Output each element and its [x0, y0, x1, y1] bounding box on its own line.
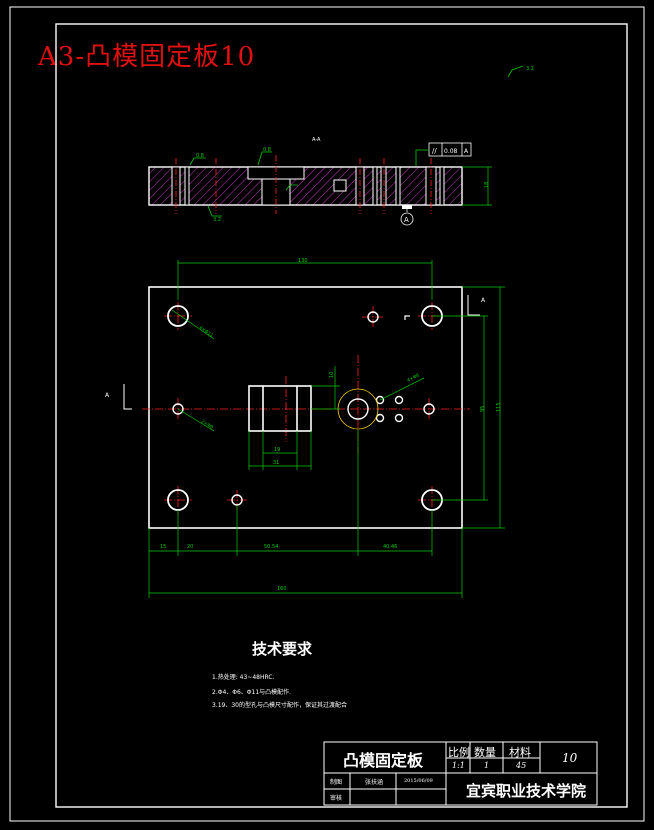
hole-tl [167, 305, 189, 327]
dim-section-height: 18 [484, 182, 490, 188]
section-body [148, 166, 463, 206]
tech-requirements-title: 技术要求 [252, 640, 313, 658]
datum-letter: A [404, 216, 409, 224]
roughness-top-mid: 0.8 [263, 147, 271, 153]
drawing-banner: A3-凸模固定板10 [38, 42, 256, 72]
outer-border [9, 6, 645, 822]
drawing-number: 10 [562, 751, 578, 765]
roughness-bottom: 3.2 [213, 217, 221, 223]
hole-center [347, 398, 369, 420]
dim-bottom-5054: 50.54 [264, 544, 278, 550]
inner-border [55, 23, 628, 808]
scale-label: 比例 [448, 746, 470, 759]
plate-outline [148, 286, 463, 529]
hole-small-top [367, 311, 379, 323]
tech-item-3: 3.19、30的型孔与凸模尺寸配作，保证其过渡配合 [212, 702, 347, 709]
tolerance-frame: // 0.08 A [415, 142, 472, 166]
school-name: 宜宾职业技术学院 [466, 782, 587, 800]
dim-slot-inner: 19 [274, 447, 280, 453]
draw-date: 2015/06/09 [404, 778, 433, 784]
view-mark-left: A [105, 392, 110, 399]
dim-bottom-20: 20 [187, 544, 193, 550]
dim-width-total: 160 [277, 586, 287, 592]
section-step [333, 179, 347, 192]
tech-item-2: 2.Φ4、Φ6、Φ11与凸模配作. [212, 689, 292, 696]
title-block [323, 741, 598, 806]
plan-view: 4×Φ11 2×Φ8 4×Φ6 A A [105, 258, 505, 598]
punch-slot [248, 385, 312, 432]
section-label: A-A [312, 137, 321, 143]
scale-value: 1:1 [452, 761, 465, 770]
material-label: 材料 [509, 746, 531, 759]
dim-height-total: 115 [496, 402, 502, 412]
dim-top-width: 130 [298, 258, 308, 264]
svg-text://: // [432, 147, 437, 155]
qty-value: 1 [484, 761, 490, 770]
review-label: 审核 [330, 795, 343, 802]
draw-name: 张扶涵 [365, 779, 384, 786]
qty-label: 数量 [474, 746, 496, 759]
dim-slot-outer: 31 [273, 460, 279, 466]
roughness-sign-corner: 3.2 [526, 66, 534, 72]
hole-small-left [172, 403, 184, 415]
callout-2x8: 2×Φ8 [200, 419, 214, 431]
material-value: 45 [516, 761, 527, 770]
hole-small-right [423, 403, 435, 415]
draw-label: 制图 [330, 779, 343, 786]
dim-bottom-4046: 40.46 [383, 544, 397, 550]
callout-4x6: 4×Φ6 [406, 372, 420, 383]
tech-item-1: 1.热处理: 43~48HRC. [212, 674, 275, 681]
part-name: 凸模固定板 [343, 751, 424, 770]
svg-text:0.08: 0.08 [444, 148, 458, 155]
callout-4x11: 4×Φ11 [198, 325, 215, 339]
dim-slot-height: 10 [329, 372, 335, 378]
section-view: A-A [148, 65, 534, 226]
view-mark-right: A [481, 297, 486, 304]
datum-circle [400, 212, 414, 226]
dim-bottom-15: 15 [160, 544, 166, 550]
roughness-top-left: 0.8 [196, 153, 204, 159]
dim-height-mid: 95 [480, 406, 486, 412]
svg-text:A: A [464, 148, 469, 155]
